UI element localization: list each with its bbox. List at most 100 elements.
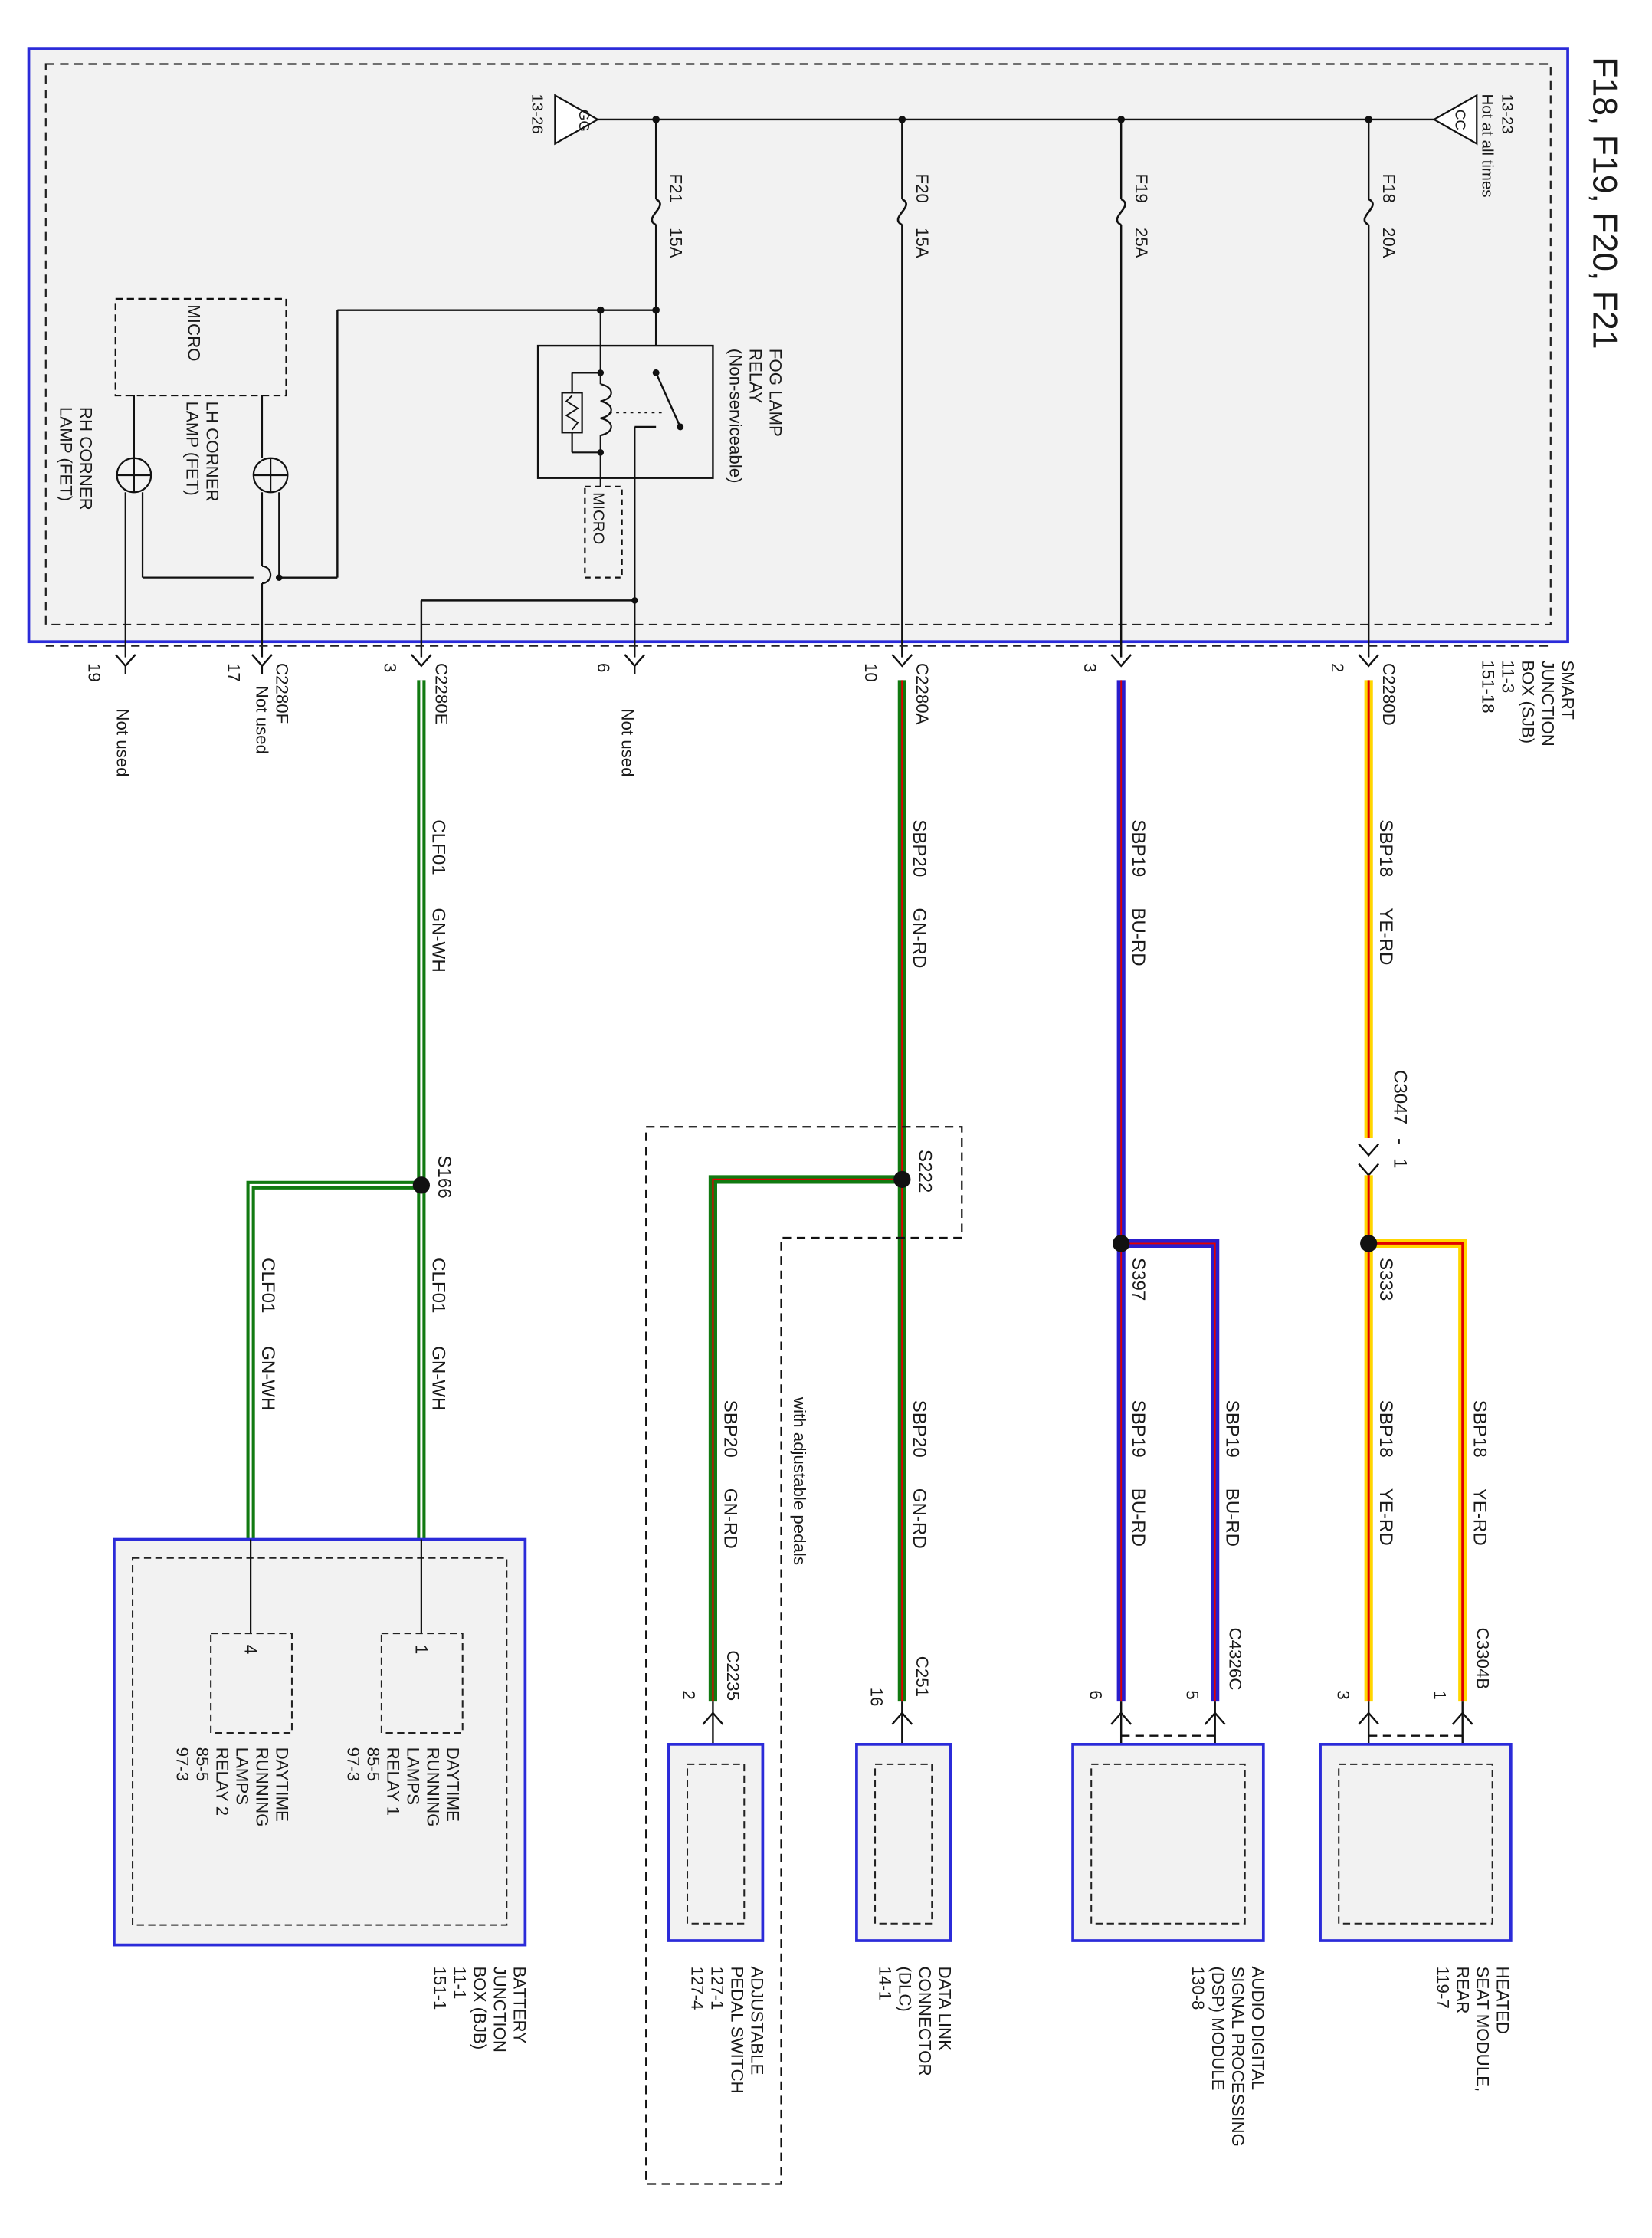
c3304b-label: C3304B bbox=[1473, 1628, 1492, 1689]
c2280e-pin: 3 bbox=[381, 663, 400, 672]
bjb-module-inner bbox=[132, 1557, 508, 1926]
drl-relay-2-label-5: 85-5 bbox=[193, 1747, 212, 1782]
pedal-label-3: 127-1 bbox=[708, 1966, 727, 2010]
ground-flag-label: GG bbox=[576, 110, 592, 132]
sjb-name-line-5: 151-18 bbox=[1479, 660, 1498, 713]
dsp-label-2: SIGNAL PROCESSING bbox=[1228, 1966, 1247, 2147]
wire-sbp20-b-label: SBP20 bbox=[909, 1400, 929, 1458]
pedal-switch-inner bbox=[686, 1763, 746, 1925]
drl-relay-2-label-2: RUNNING bbox=[253, 1747, 272, 1827]
relay-coil-node bbox=[597, 369, 605, 376]
heated-seat-inner bbox=[1338, 1763, 1493, 1925]
lh-corner-label-2: LAMP (FET) bbox=[183, 401, 202, 495]
sjb-name-line-4: 11-3 bbox=[1499, 660, 1518, 693]
heated-seat-label-1: HEATED bbox=[1493, 1966, 1512, 2034]
terminal-c2280b3-icon bbox=[1110, 654, 1132, 668]
c2235-pin: 2 bbox=[679, 1690, 698, 1699]
not-used-1: Not used bbox=[618, 708, 638, 776]
drl-relay-1-label-3: LAMPS bbox=[403, 1747, 422, 1805]
drl-relay-2-label-6: 97-3 bbox=[173, 1747, 192, 1782]
bjb-label-1: BATTERY bbox=[510, 1966, 529, 2043]
drl-relay-1-pin: 1 bbox=[411, 1645, 431, 1654]
power-flag-icon bbox=[1432, 94, 1478, 146]
inline-c3047-icon bbox=[1358, 1143, 1380, 1157]
drl-relay-1-label-1: DAYTIME bbox=[443, 1747, 462, 1822]
relay-resistor-zigzag bbox=[565, 395, 579, 431]
sjb-name-line-1: SMART bbox=[1559, 660, 1578, 720]
relay-switch-line bbox=[655, 372, 681, 428]
splice-s333-label: S333 bbox=[1375, 1258, 1396, 1301]
fuse-f18-rating: 20A bbox=[1379, 228, 1398, 258]
c2280b-pin-6: 6 bbox=[594, 663, 613, 672]
dlc-label-1: DATA LINK bbox=[936, 1966, 955, 2051]
relay-micro-label: MICRO bbox=[589, 492, 606, 544]
wire-sbp19-c-label: SBP19 bbox=[1128, 1400, 1149, 1458]
c2280f-label: C2280F bbox=[273, 663, 292, 724]
terminal-c2280a-icon bbox=[891, 654, 913, 668]
lh-corner-label-1: LH CORNER bbox=[203, 401, 222, 501]
sjb-inner-box bbox=[44, 63, 1552, 626]
wire-clf01-c-label: CLF01 bbox=[257, 1258, 278, 1313]
wire-sbp18-label: SBP18 bbox=[1375, 819, 1396, 877]
power-ref: 13-23 bbox=[1499, 94, 1516, 134]
wire-sbp20-label: SBP20 bbox=[909, 819, 929, 877]
wire-sbp19-label: SBP19 bbox=[1128, 819, 1149, 877]
inline-c3047-label: C3047 bbox=[1390, 1070, 1411, 1124]
lh-corner-fet-icon bbox=[252, 457, 289, 494]
dlc-module-box bbox=[855, 1742, 952, 1942]
dsp-label-1: AUDIO DIGITAL bbox=[1248, 1966, 1267, 2090]
dsp-module-box bbox=[1071, 1742, 1265, 1942]
c2280e-label: C2280E bbox=[431, 663, 451, 724]
c251-pin: 16 bbox=[867, 1688, 886, 1707]
dlc-module-inner bbox=[874, 1763, 933, 1925]
rh-corner-fet-icon bbox=[116, 457, 152, 494]
fuse-f20-icon bbox=[893, 198, 911, 226]
pedal-label-4: 127-4 bbox=[688, 1966, 707, 2010]
wire-sbp18-b-color: YE-RD bbox=[1470, 1488, 1490, 1546]
wire-sbp19-c-color: BU-RD bbox=[1128, 1488, 1149, 1547]
option-note: with adjustable pedals bbox=[790, 1396, 809, 1565]
fuse-f19-icon bbox=[1113, 198, 1130, 226]
drl-relay-2-box bbox=[210, 1633, 293, 1734]
fuse-f21-rating: 15A bbox=[667, 228, 686, 258]
drl-relay-1-label-4: RELAY 1 bbox=[383, 1747, 402, 1816]
bjb-module-box bbox=[113, 1537, 527, 1947]
power-note: Hot at all times bbox=[1479, 94, 1496, 198]
fuse-f19-id: F19 bbox=[1132, 173, 1151, 202]
heated-seat-label-3: REAR bbox=[1453, 1966, 1472, 2013]
wire-sbp18-c-color: YE-RD bbox=[1375, 1488, 1396, 1546]
fuse-f19-rating: 25A bbox=[1132, 228, 1151, 258]
ground-ref: 13-26 bbox=[529, 94, 546, 134]
wire-sbp18-c-label: SBP18 bbox=[1375, 1400, 1396, 1458]
splice-s222-dot bbox=[893, 1170, 911, 1189]
inline-c3047-dash: - bbox=[1390, 1138, 1411, 1144]
relay-resistor-icon bbox=[561, 392, 583, 434]
ground-flag-icon bbox=[554, 94, 600, 146]
wire-sbp19 bbox=[1116, 680, 1220, 1702]
bjb-label-5: 151-1 bbox=[431, 1966, 450, 2010]
bjb-label-2: JUNCTION bbox=[490, 1966, 510, 2053]
wire-clf01-b-label: CLF01 bbox=[428, 1258, 449, 1313]
heated-seat-label-2: SEAT MODULE, bbox=[1473, 1966, 1492, 2092]
option-region-outline bbox=[645, 1126, 963, 2185]
bjb-label-4: 11-1 bbox=[451, 1966, 470, 1999]
terminal-c2280e-icon bbox=[410, 654, 432, 668]
terminal-c2280d-icon bbox=[1358, 654, 1380, 668]
fuse-f21-icon bbox=[647, 198, 665, 226]
diagram-title: F18, F19, F20, F21 bbox=[1585, 57, 1623, 349]
dlc-label-3: (DLC) bbox=[896, 1966, 915, 2011]
power-flag-label: CC bbox=[1452, 110, 1468, 130]
c3304b-pin-3: 3 bbox=[1333, 1690, 1352, 1699]
relay-contact bbox=[652, 369, 660, 376]
wire-sbp20-b-color: GN-RD bbox=[909, 1488, 929, 1549]
drl-relay-2-label-3: LAMPS bbox=[233, 1747, 252, 1805]
pedal-label-2: PEDAL SWITCH bbox=[728, 1966, 747, 2093]
splice-s166-dot bbox=[412, 1176, 431, 1194]
lamp-micro-box bbox=[114, 297, 287, 397]
c2280b-pin-3: 3 bbox=[1080, 663, 1100, 672]
splice-s166-label: S166 bbox=[434, 1155, 454, 1198]
wire-sbp19-b-color: BU-RD bbox=[1222, 1488, 1243, 1547]
c4326c-pin-5: 5 bbox=[1183, 1690, 1202, 1699]
